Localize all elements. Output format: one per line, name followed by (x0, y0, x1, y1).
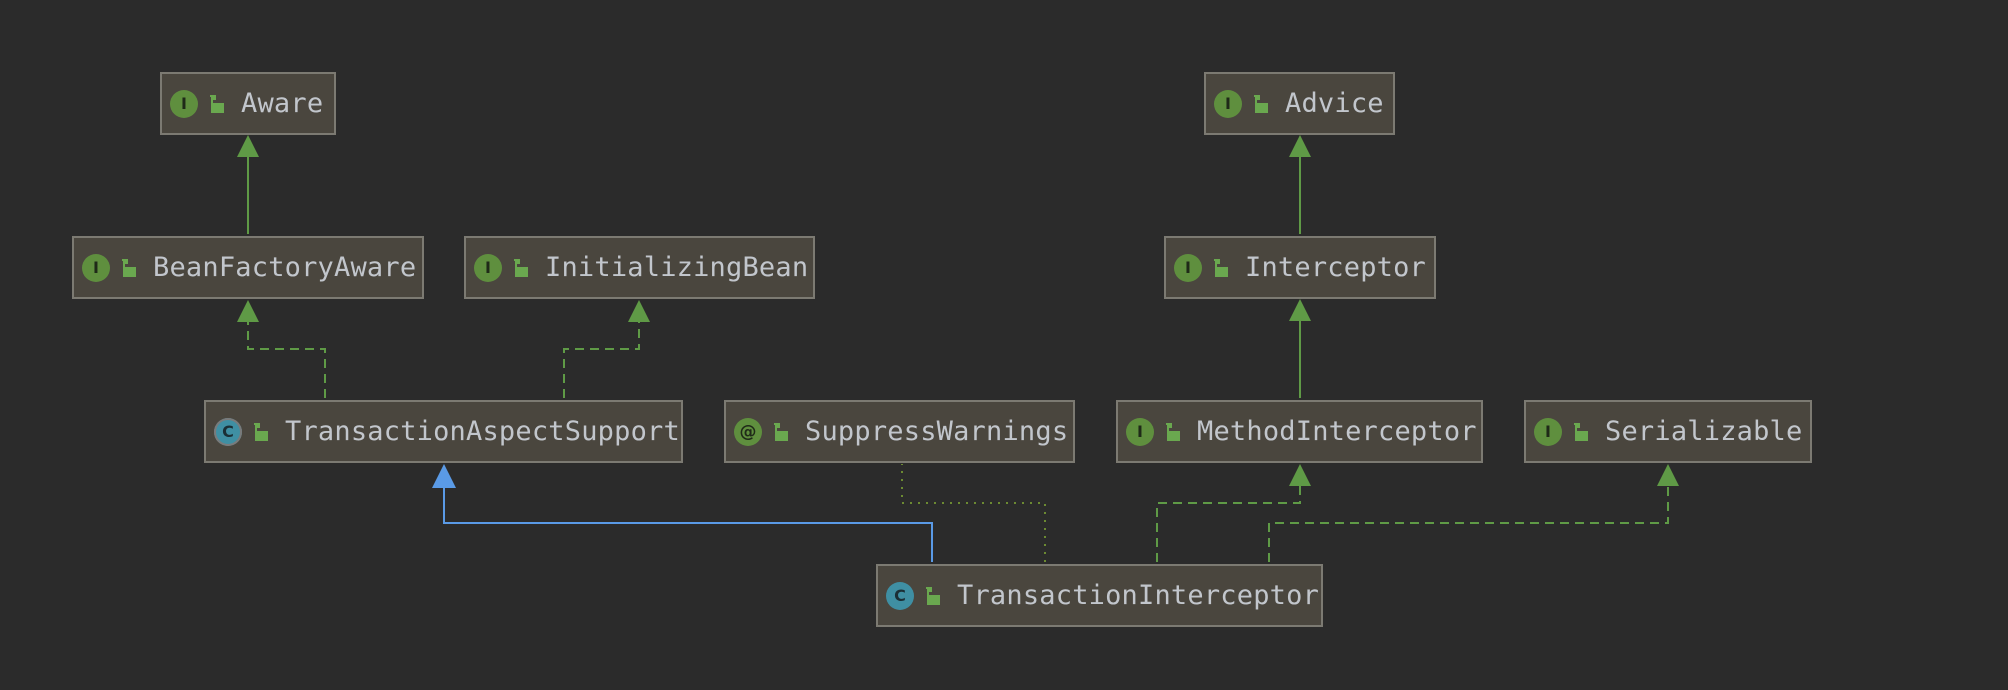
node-methodinterceptor[interactable]: I MethodInterceptor (1116, 400, 1483, 463)
node-label: InitializingBean (545, 252, 809, 283)
unlocked-public-icon (210, 94, 224, 113)
edge-transactionaspectsupport-initializingbean (563, 300, 650, 398)
arrowhead-icon (237, 135, 259, 157)
edge-transactioninterceptor-serializable (1268, 464, 1679, 562)
unlocked-public-icon (774, 422, 788, 441)
node-advice[interactable]: I Advice (1204, 72, 1395, 135)
node-initializingbean[interactable]: I InitializingBean (464, 236, 815, 299)
edge-transactioninterceptor-methodinterceptor (1156, 464, 1311, 562)
node-transactionaspectsupport[interactable]: C TransactionAspectSupport (204, 400, 683, 463)
edge-beanfactoryaware-aware (237, 135, 259, 234)
interface-icon: I (1126, 417, 1154, 446)
node-label: Aware (241, 88, 324, 119)
unlocked-public-icon (926, 586, 940, 605)
node-suppresswarnings[interactable]: @ SuppressWarnings (724, 400, 1075, 463)
arrowhead-icon (628, 300, 650, 322)
node-label: BeanFactoryAware (153, 252, 417, 283)
interface-icon: I (1174, 253, 1202, 282)
unlocked-public-icon (1166, 422, 1180, 441)
node-beanfactoryaware[interactable]: I BeanFactoryAware (72, 236, 424, 299)
node-label: Interceptor (1245, 252, 1427, 283)
interface-icon: I (1214, 89, 1242, 118)
node-label: Serializable (1605, 416, 1803, 447)
node-aware[interactable]: I Aware (160, 72, 336, 135)
interface-icon: I (82, 253, 110, 282)
interface-icon: I (474, 253, 502, 282)
node-serializable[interactable]: I Serializable (1524, 400, 1812, 463)
node-label: Advice (1285, 88, 1384, 119)
interface-icon: I (170, 89, 198, 118)
annotation-icon: @ (734, 417, 762, 446)
interface-icon: I (1534, 417, 1562, 446)
arrowhead-icon (1657, 464, 1679, 486)
node-label: TransactionAspectSupport (285, 416, 680, 447)
node-label: TransactionInterceptor (957, 580, 1320, 611)
node-transactioninterceptor[interactable]: C TransactionInterceptor (876, 564, 1323, 627)
edge-transactionaspectsupport-beanfactoryaware (237, 300, 326, 398)
edge-transactioninterceptor-suppresswarnings (901, 464, 1046, 562)
node-label: SuppressWarnings (805, 416, 1069, 447)
class-icon: C (886, 581, 914, 610)
arrowhead-icon (237, 300, 259, 322)
arrowhead-icon (1289, 135, 1311, 157)
unlocked-public-icon (122, 258, 136, 277)
unlocked-public-icon (1254, 94, 1268, 113)
unlocked-public-icon (1214, 258, 1228, 277)
unlocked-public-icon (514, 258, 528, 277)
edge-interceptor-advice (1289, 135, 1311, 234)
abstract-class-icon: C (214, 417, 242, 446)
unlocked-public-icon (254, 422, 268, 441)
unlocked-public-icon (1574, 422, 1588, 441)
edge-methodinterceptor-interceptor (1289, 299, 1311, 398)
arrowhead-icon (432, 464, 456, 488)
node-interceptor[interactable]: I Interceptor (1164, 236, 1436, 299)
arrowhead-icon (1289, 299, 1311, 321)
edge-transactioninterceptor-transactionaspectsupport (432, 464, 933, 562)
node-label: MethodInterceptor (1197, 416, 1477, 447)
arrowhead-icon (1289, 464, 1311, 486)
